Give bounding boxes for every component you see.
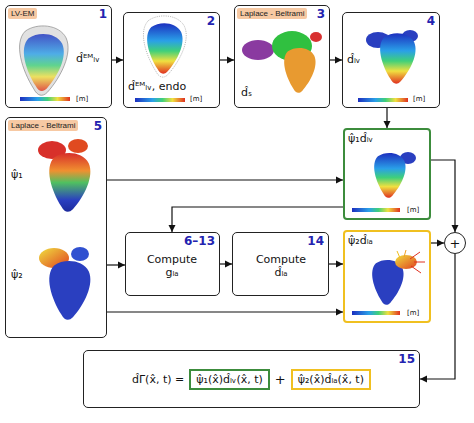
- image-panel: Laplace - Beltrami 5 ψ̂₁ ψ̂₂: [5, 117, 107, 338]
- psi2-field: [49, 261, 90, 320]
- field-label: d̂ₗᵥ: [347, 53, 360, 66]
- field-label: ψ̂₁d̂ₗᵥ: [348, 132, 373, 145]
- step-number: 2: [207, 14, 215, 28]
- unit-label: [m]: [407, 206, 419, 214]
- flow-arrow: [220, 263, 232, 264]
- colorbar: [352, 311, 400, 315]
- flow-arrow: [386, 108, 387, 128]
- image-panel: 4 d̂ₗᵥ [m]: [342, 12, 440, 108]
- step-number: 4: [427, 14, 435, 28]
- step-number: 3: [317, 7, 325, 21]
- equation-term: ψ̂₁(x̂)d̂ₗᵥ(x̂, t): [196, 373, 263, 386]
- field-label: d̂ᴱᴹₗᵥ: [76, 52, 100, 65]
- displacement-arrow: [397, 251, 400, 258]
- flow-arrow: [112, 59, 123, 60]
- field-label: ψ̂₂: [11, 268, 23, 281]
- colorbar: [358, 98, 408, 102]
- plus-sign: +: [275, 372, 286, 387]
- ventricle-surface: [24, 34, 64, 91]
- atrium-segment: [242, 40, 274, 60]
- step-number: 5: [94, 119, 102, 133]
- displacement-arrow: [410, 252, 420, 259]
- process-box: 14Compute d̂ₗₐ: [232, 232, 329, 296]
- sum-circle: +: [444, 232, 466, 254]
- aorta: [68, 139, 88, 153]
- colorbar: [20, 97, 70, 101]
- field-label: d̂ᴱᴹₗᵥ, endo: [128, 80, 186, 93]
- flow-arrow: [329, 263, 343, 264]
- result-panel: ψ̂₁d̂ₗᵥ [m]: [343, 128, 431, 220]
- flow-arrow: [107, 311, 343, 312]
- process-box: 6–13Compute gₗₐ: [125, 232, 220, 296]
- unit-label: [m]: [413, 95, 425, 103]
- psi1-field: [49, 153, 90, 212]
- flow-arrow: [330, 59, 342, 60]
- field-label: ψ̂₁: [11, 168, 23, 181]
- aorta-segment: [310, 32, 322, 42]
- ventricle-surface: [374, 153, 405, 198]
- flow-arrow: [420, 254, 455, 379]
- method-tag: Laplace - Beltrami: [8, 120, 78, 131]
- equation-term-box: ψ̂₁(x̂)d̂ₗᵥ(x̂, t): [189, 369, 270, 390]
- image-panel: Laplace - Beltrami 3 d̂ₛ: [234, 5, 330, 108]
- image-panel: 2 d̂ᴱᴹₗᵥ, endo [m]: [123, 12, 220, 108]
- step-number: 14: [307, 234, 324, 248]
- image-panel: LV-EM 1 d̂ᴱᴹₗᵥ [m]: [5, 5, 112, 108]
- plus-sign: +: [450, 236, 461, 251]
- flow-arrow: [220, 59, 234, 60]
- equation-term: d̂Γ(x̂, t) =: [132, 373, 184, 386]
- unit-label: [m]: [407, 309, 419, 317]
- atrium: [395, 255, 417, 269]
- displacement-arrow: [411, 266, 421, 273]
- step-number: 6–13: [184, 234, 215, 248]
- method-tag: Laplace - Beltrami: [237, 8, 307, 19]
- step-number: 1: [99, 7, 107, 21]
- colorbar: [352, 208, 400, 212]
- method-tag: LV-EM: [8, 8, 37, 19]
- process-label: Compute d̂ₗₐ: [250, 253, 312, 279]
- flow-arrow: [107, 179, 343, 180]
- heart-outline: [143, 16, 186, 77]
- aorta: [71, 247, 89, 261]
- displacement-arrows: [397, 250, 425, 273]
- flow-arrow: [172, 207, 343, 232]
- unit-label: [m]: [190, 95, 202, 103]
- heart-mesh: [20, 26, 69, 95]
- displacement-arrow: [404, 250, 406, 257]
- flow-arrow: [431, 160, 455, 232]
- endocardium-surface: [147, 23, 182, 74]
- unit-label: [m]: [76, 95, 88, 103]
- result-panel: ψ̂₂d̂ₗₐ [m]: [343, 230, 431, 323]
- flow-arrow: [107, 264, 125, 265]
- field-label: ψ̂₂d̂ₗₐ: [348, 234, 373, 247]
- step-number: 15: [398, 352, 415, 366]
- ventricle-segment: [284, 48, 315, 93]
- field-label: d̂ₛ: [241, 86, 252, 99]
- flow-arrow: [431, 242, 444, 243]
- equation-term: ψ̂₂(x̂)d̂ₗₐ(x̂, t): [298, 373, 364, 386]
- process-label: Compute gₗₐ: [142, 253, 202, 279]
- equation-term-box: ψ̂₂(x̂)d̂ₗₐ(x̂, t): [291, 369, 371, 390]
- displacement-arrow: [414, 262, 425, 263]
- colorbar: [135, 98, 185, 102]
- equation-box: 15 d̂Γ(x̂, t) = + ψ̂₁(x̂)d̂ₗᵥ(x̂, t) ψ̂₂(x̂)…: [83, 350, 420, 408]
- ventricle-surface: [380, 33, 415, 84]
